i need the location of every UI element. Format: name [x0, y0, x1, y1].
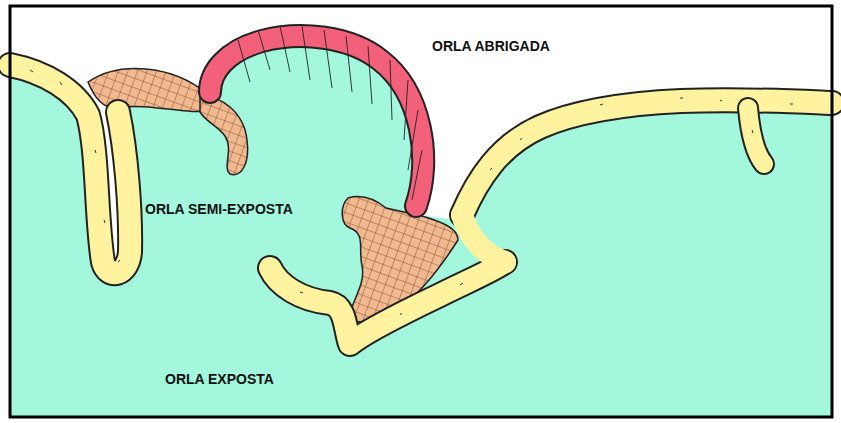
beach-texture: [30, 70, 793, 315]
sea: [10, 6, 832, 417]
beach: [10, 65, 832, 344]
sheltered-shore-hatching: [238, 26, 422, 200]
rocky-shore: [88, 69, 208, 112]
region-label: ORLA EXPOSTA: [165, 371, 274, 387]
frame: [10, 6, 832, 417]
sheltered-shore: [210, 36, 423, 206]
rocky-hook: [200, 97, 248, 174]
region-label: ORLA ABRIGADA: [432, 38, 550, 54]
sheltered-shore-outline: [210, 36, 423, 206]
region-label: ORLA SEMI-EXPOSTA: [145, 201, 293, 217]
